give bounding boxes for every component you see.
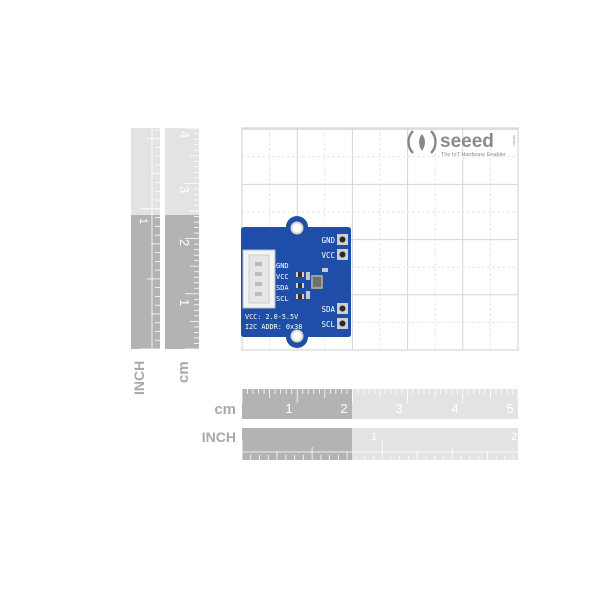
horizontal-ruler-cm-label-3: 3 xyxy=(395,401,402,416)
horizontal-ruler: cm INCH 1 2 3 4 5 1 2 xyxy=(202,389,519,460)
connector-label-vcc: VCC xyxy=(276,273,289,281)
seeed-logo: seeed studio The IoT Hardware Enabler xyxy=(407,130,517,158)
horizontal-ruler-cm-label-1: 1 xyxy=(285,401,292,416)
seeed-logo-small: studio xyxy=(512,135,517,146)
vertical-ruler: 1 1 2 3 4 INCH cm xyxy=(131,127,199,395)
horizontal-ruler-unit-cm: cm xyxy=(214,401,236,418)
vertical-ruler-cm-label-2: 2 xyxy=(177,239,192,246)
vertical-ruler-cm-label-1: 1 xyxy=(177,299,192,306)
seeed-logo-tagline: The IoT Hardware Enabler xyxy=(441,152,506,158)
header-pads xyxy=(337,234,348,329)
connector-label-gnd: GND xyxy=(276,262,289,270)
connector-label-sda: SDA xyxy=(276,284,289,292)
mounting-hole-top xyxy=(290,221,304,235)
vertical-ruler-cm-label-3: 3 xyxy=(177,186,192,193)
horizontal-ruler-inch-label-1: 1 xyxy=(371,431,377,443)
grove-connector xyxy=(242,249,276,309)
pcb-body xyxy=(241,216,351,348)
horizontal-ruler-cm-label-4: 4 xyxy=(451,401,458,416)
spec-line-address: I2C ADDR: 0x38 xyxy=(245,323,302,331)
seeed-logo-icon xyxy=(407,130,437,154)
seeed-logo-brand: seeed xyxy=(440,131,494,152)
horizontal-ruler-inch-label-2: 2 xyxy=(511,431,517,443)
pin-label-vcc: VCC xyxy=(321,251,335,260)
sensor-board: GND VCC SDA SCL GND VCC SDA SCL xyxy=(241,216,351,348)
vertical-ruler-unit-cm: cm xyxy=(175,361,192,383)
pin-label-gnd: GND xyxy=(321,236,335,245)
sensor-chip xyxy=(311,275,323,289)
vertical-ruler-inch-label-1: 1 xyxy=(137,218,149,224)
horizontal-ruler-cm-label-2: 2 xyxy=(340,401,347,416)
horizontal-ruler-cm-label-5: 5 xyxy=(506,401,513,416)
spec-line-voltage: VCC: 2.0-5.5V xyxy=(245,313,298,321)
vertical-ruler-cm-label-4: 4 xyxy=(177,131,192,138)
pin-label-sda: SDA xyxy=(321,305,335,314)
vertical-ruler-unit-inch: INCH xyxy=(131,361,147,395)
smd-components xyxy=(296,268,328,299)
connector-label-scl: SCL xyxy=(276,295,289,303)
pin-label-scl: SCL xyxy=(321,320,335,329)
horizontal-ruler-unit-inch: INCH xyxy=(202,429,236,445)
mounting-hole-bottom xyxy=(290,329,304,343)
